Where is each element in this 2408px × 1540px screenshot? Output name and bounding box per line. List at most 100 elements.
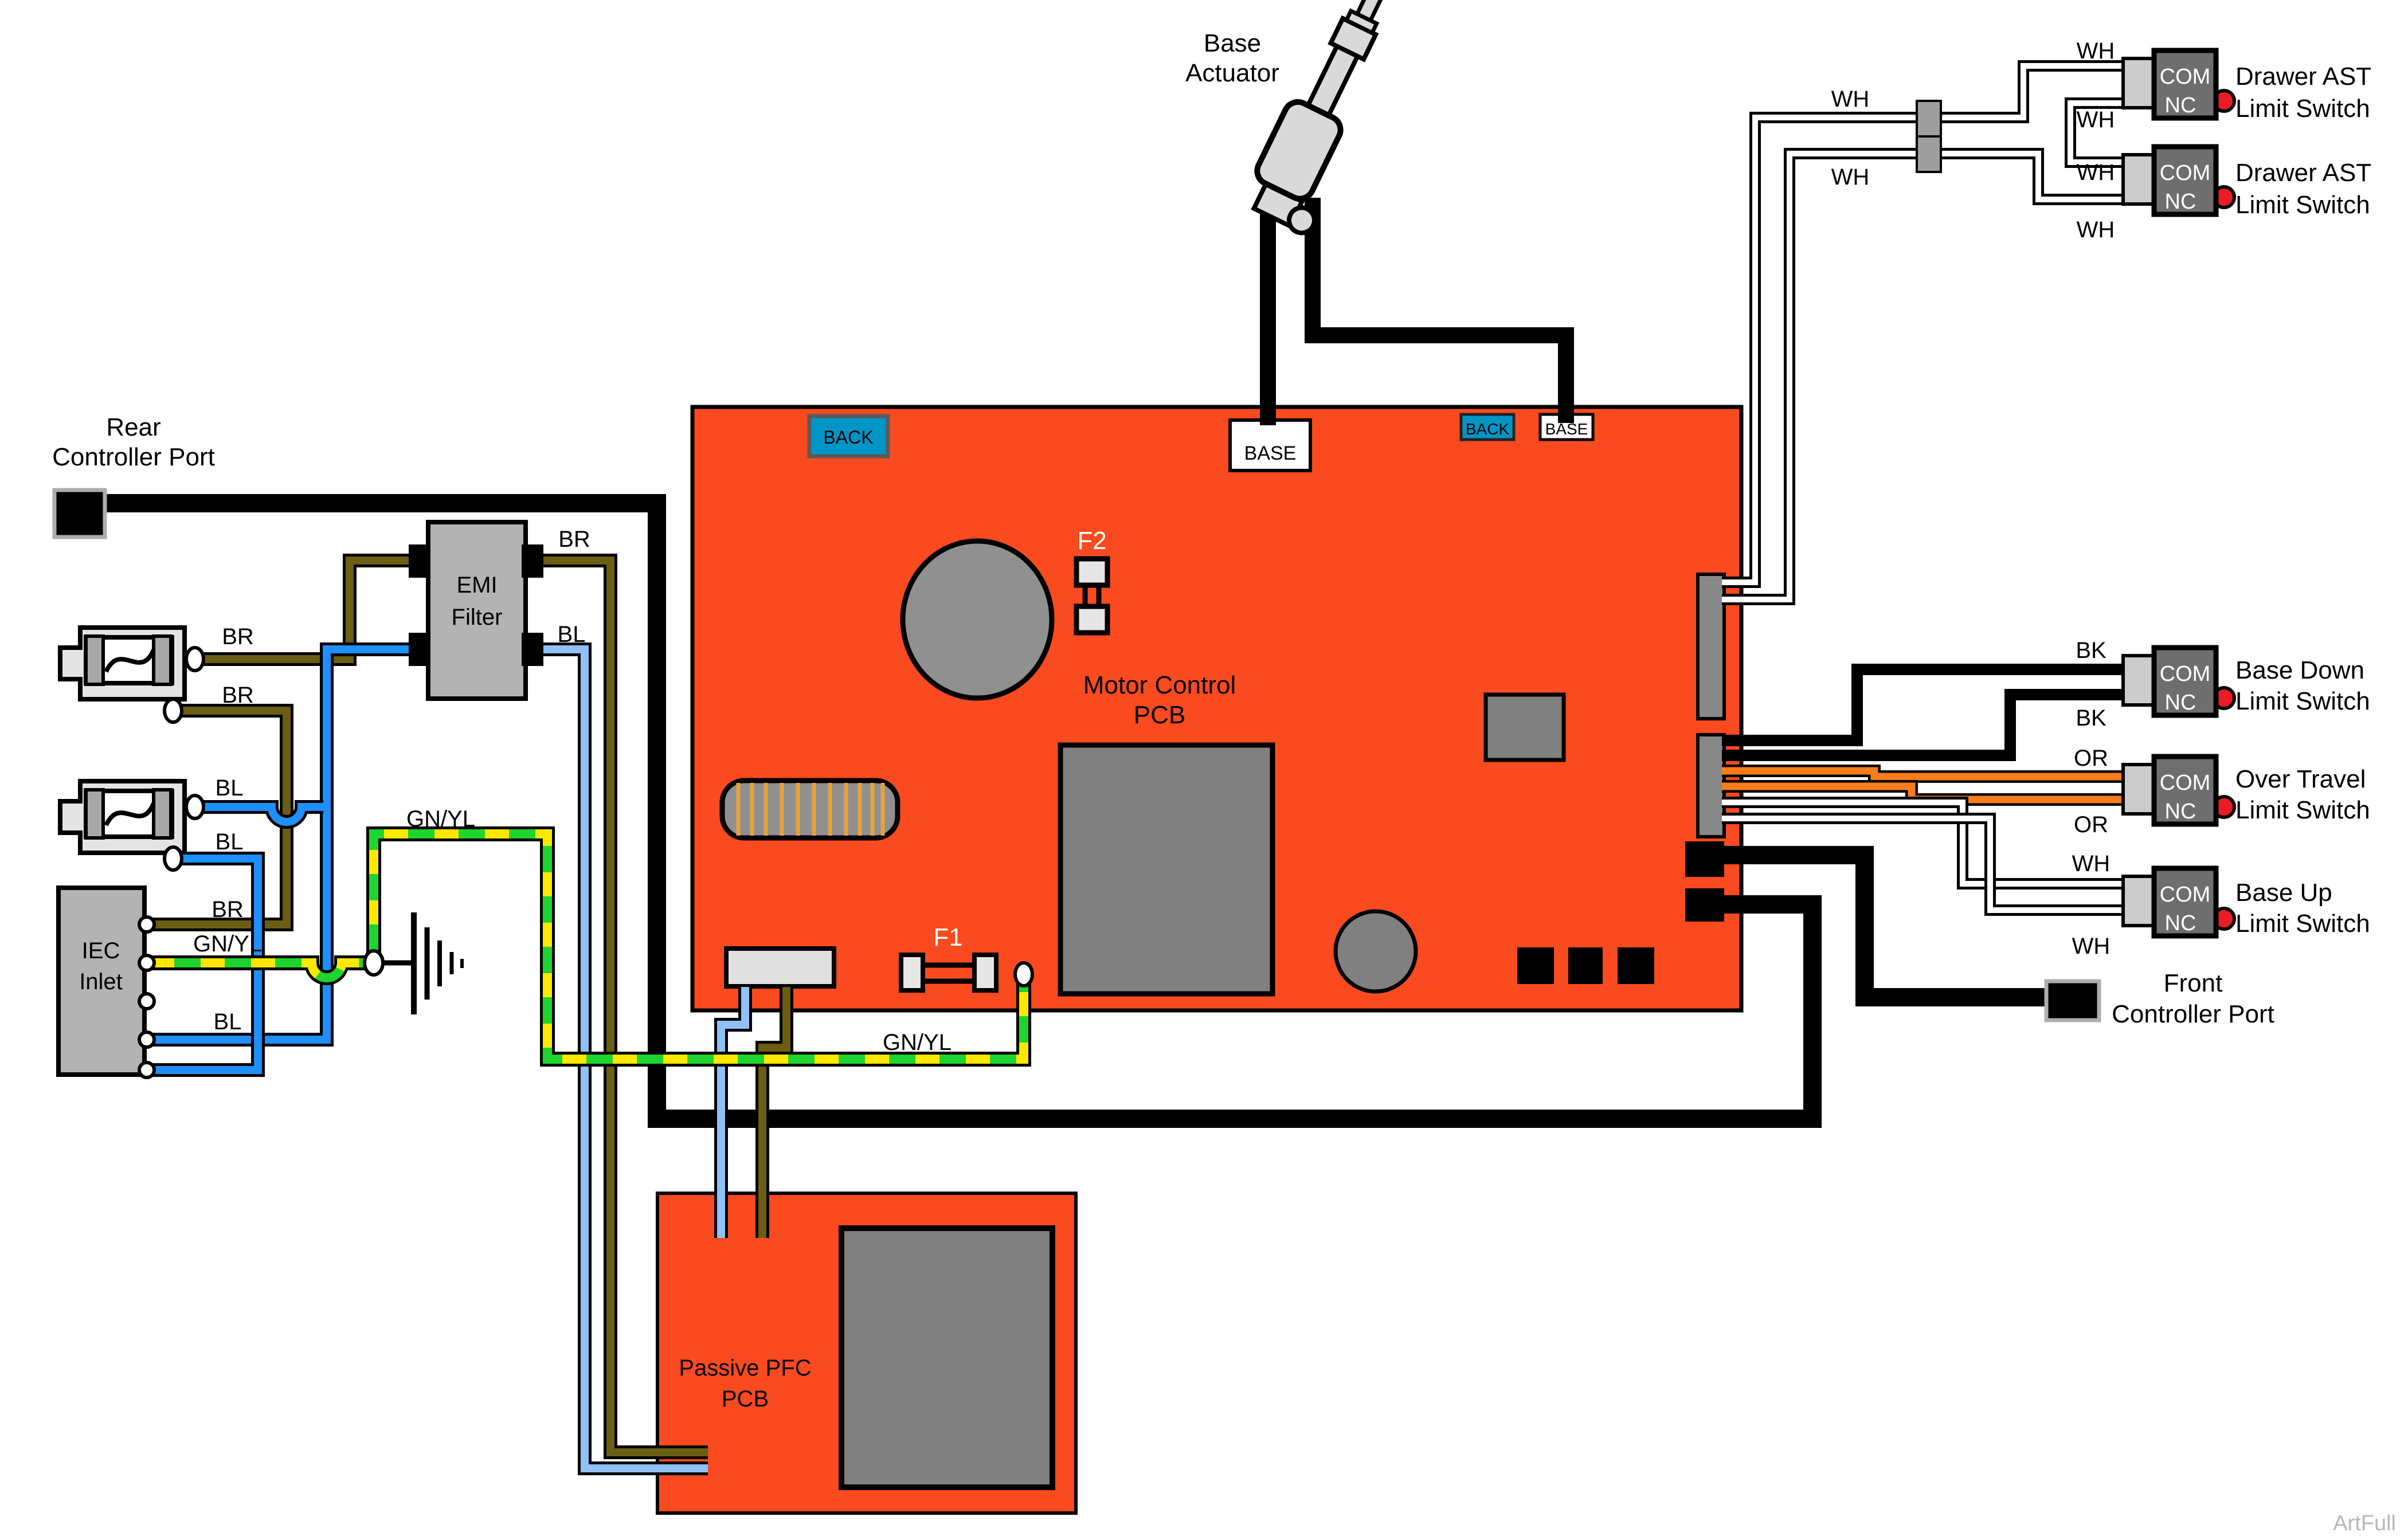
relay-icon <box>1517 947 1554 984</box>
iec-label: Inlet <box>79 969 123 994</box>
base-connector-label: BASE <box>1244 442 1297 464</box>
switch-tab <box>2121 875 2156 927</box>
switch-name: Drawer AST <box>2235 62 2371 91</box>
switch-body <box>2151 754 2219 827</box>
ic-icon <box>1483 692 1566 762</box>
back-connector-small <box>1459 413 1516 441</box>
back-connector-small-label: BACK <box>1466 420 1510 438</box>
limit-switch-base-down: COM NC Base Down Limit Switch <box>2121 645 2370 718</box>
wire-label-gnyl: GN/YL <box>883 1030 952 1055</box>
motor-bottom-connector <box>724 946 836 989</box>
edge-connector-lower <box>1696 733 1726 838</box>
limit-switch-base-up: COM NC Base Up Limit Switch <box>2121 865 2370 939</box>
switch-name: Drawer AST <box>2235 159 2371 187</box>
fuse-f2-icon <box>1074 556 1110 636</box>
fuse-holder-1 <box>58 625 187 702</box>
fuse-f1-icon <box>899 953 999 993</box>
wire-label-wh: WH <box>1831 87 1870 112</box>
wire-label-bk: BK <box>2076 638 2106 663</box>
wire-label-bl: BL <box>216 829 244 855</box>
relay-icon <box>1618 947 1654 984</box>
front-controller-cable <box>1722 846 2046 1006</box>
switch-com-label: COM <box>2160 161 2211 185</box>
wire-label-or: OR <box>2074 746 2108 771</box>
switch-nc-label: NC <box>2165 93 2196 117</box>
switch-tab <box>2121 654 2156 707</box>
wire-label-br: BR <box>222 624 254 649</box>
wire-label-or: OR <box>2074 812 2108 837</box>
switch-body <box>2151 865 2219 939</box>
rear-controller-port: Rear Controller Port <box>52 413 215 539</box>
gnyl-wires <box>150 826 1031 1067</box>
wire-label-gnyl: GN/YL <box>406 806 475 832</box>
watermark: ArtFull <box>2333 1511 2396 1535</box>
wire-label-wh: WH <box>2077 217 2115 242</box>
fuse-f2-label: F2 <box>1077 527 1106 555</box>
wire-label-wh: WH <box>1831 164 1870 190</box>
actuator-cable-right <box>1305 198 1574 423</box>
switch-name: Over Travel <box>2235 765 2366 793</box>
limit-switch-drawer-1: COM NC Drawer AST Limit Switch <box>2121 48 2371 123</box>
switch-tab <box>2121 763 2156 816</box>
edge-connector-black-2 <box>1685 888 1724 922</box>
wire-label-wh: WH <box>2077 107 2115 132</box>
back-connector-box <box>807 414 890 459</box>
pfc-title: Passive PFC <box>679 1355 811 1381</box>
splice-blocks <box>1916 100 1942 173</box>
wire-label-wh: WH <box>2072 851 2111 876</box>
wire-label-br: BR <box>212 897 244 922</box>
round-component-icon <box>1333 909 1418 994</box>
passive-pfc-pcb: Passive PFC PCB <box>656 1192 1078 1515</box>
wire-label-bl: BL <box>558 622 586 647</box>
switch-com-label: COM <box>2160 883 2211 907</box>
switch-body <box>2151 48 2219 121</box>
fuse-f1-label: F1 <box>933 923 962 951</box>
back-connector-label: BACK <box>823 427 873 448</box>
rear-port-label: Controller Port <box>52 443 215 471</box>
switch-name: Limit Switch <box>2235 95 2370 123</box>
rear-controller-cable <box>103 494 1822 1128</box>
base-connector-small-label: BASE <box>1545 420 1588 438</box>
switch-name: Limit Switch <box>2235 687 2370 715</box>
relay-icon <box>1568 947 1603 984</box>
switch-com-label: COM <box>2160 662 2211 686</box>
iec-label: IEC <box>82 938 120 963</box>
switch-body <box>2151 645 2219 718</box>
wire-label-gnyl: GN/YL <box>193 931 262 957</box>
switch-com-label: COM <box>2160 65 2211 89</box>
pfc-component-icon <box>839 1225 1055 1490</box>
switch-nc-label: NC <box>2165 190 2196 214</box>
iec-inlet: IEC Inlet <box>56 885 147 1077</box>
switch-name: Limit Switch <box>2235 796 2370 824</box>
controller-cables <box>103 198 2046 1128</box>
switch-nc-label: NC <box>2165 691 2196 715</box>
wire-label-wh: WH <box>2077 160 2115 185</box>
motor-pcb-title: PCB <box>1134 701 1185 729</box>
limit-switch-wires <box>1722 664 2128 916</box>
switch-tab <box>2121 57 2156 109</box>
switch-nc-label: NC <box>2165 800 2196 824</box>
front-controller-port: Front Controller Port <box>2044 969 2274 1028</box>
switch-tab <box>2121 153 2156 206</box>
wire-label-wh: WH <box>2072 934 2111 959</box>
motor-pcb-title: Motor Control <box>1083 671 1236 699</box>
limit-switch-over-travel: COM NC Over Travel Limit Switch <box>2121 754 2370 827</box>
switch-name: Base Up <box>2235 879 2332 907</box>
wire-label-wh: WH <box>2077 38 2115 64</box>
ground-icon <box>382 912 464 1014</box>
wire-label-bl: BL <box>216 775 244 801</box>
switch-nc-label: NC <box>2165 911 2196 935</box>
limit-switch-drawer-2: COM NC Drawer AST Limit Switch <box>2121 144 2371 219</box>
inductor-icon <box>719 778 900 841</box>
wire-labels: WH WH WH WH WH WH BK BK OR OR WH WH BR B… <box>193 38 2115 1055</box>
edge-connector-upper <box>1696 573 1726 720</box>
switch-name: Base Down <box>2235 656 2364 684</box>
emi-ports <box>409 544 543 666</box>
pfc-title: PCB <box>722 1386 769 1412</box>
iec-pins <box>138 915 156 1079</box>
emi-label: Filter <box>452 605 503 630</box>
switch-name: Limit Switch <box>2235 910 2370 938</box>
switch-body <box>2151 144 2219 217</box>
actuator-label: Base <box>1204 29 1261 57</box>
